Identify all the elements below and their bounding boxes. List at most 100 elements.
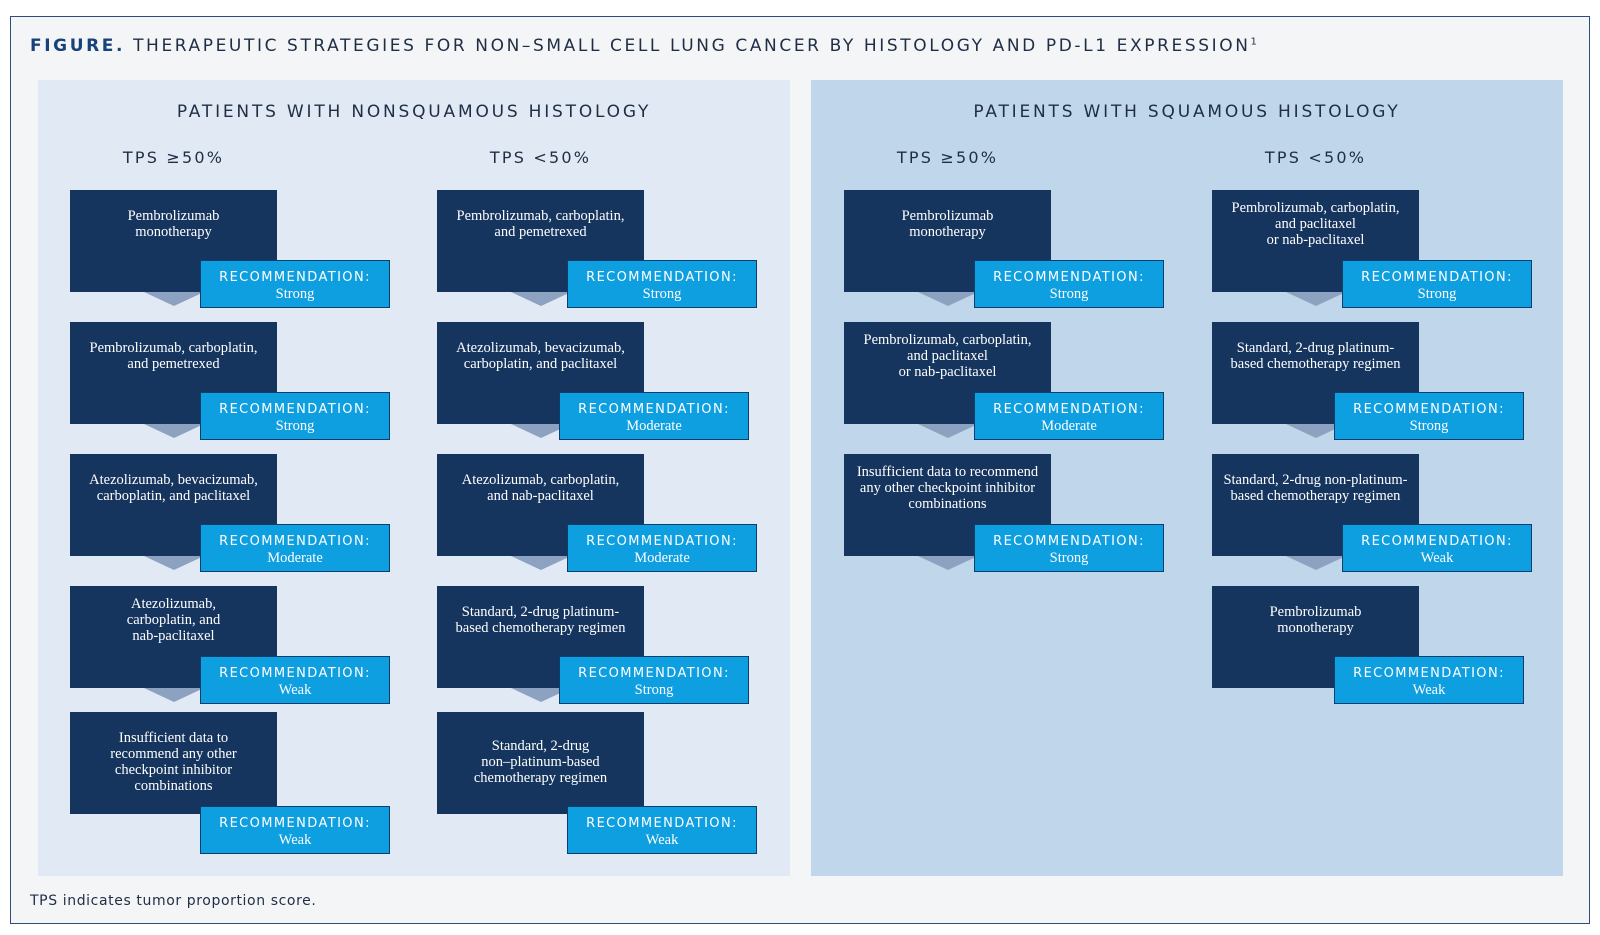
strategy-box bbox=[437, 712, 644, 814]
recommendation-value: Moderate bbox=[626, 418, 682, 434]
strategy-card: Atezolizumab, bevacizumab, carboplatin, … bbox=[437, 322, 757, 440]
panel-title-squamous: PATIENTS WITH SQUAMOUS HISTOLOGY bbox=[973, 102, 1401, 122]
recommendation-value: Weak bbox=[1412, 682, 1446, 698]
recommendation-badge: RECOMMENDATION: Strong bbox=[974, 524, 1164, 572]
arrow-pointer bbox=[511, 556, 571, 570]
recommendation-value: Moderate bbox=[634, 550, 690, 566]
recommendation-value: Moderate bbox=[1041, 418, 1097, 434]
strategy-text: Pembrolizumab monotherapy bbox=[1269, 604, 1362, 636]
recommendation-value: Strong bbox=[1409, 418, 1449, 434]
strategy-text: Pembrolizumab, carboplatin, and pemetrex… bbox=[89, 340, 258, 372]
strategy-text: Insufficient data to recommend any other… bbox=[110, 730, 237, 794]
recommendation-label: RECOMMENDATION: bbox=[1361, 534, 1513, 549]
recommendation-label: RECOMMENDATION: bbox=[1353, 402, 1505, 417]
recommendation-value: Strong bbox=[634, 682, 674, 698]
strategy-text: Pembrolizumab monotherapy bbox=[901, 208, 994, 240]
recommendation-label: RECOMMENDATION: bbox=[993, 534, 1145, 549]
strategy-text: Standard, 2-drug non-platinum- based che… bbox=[1223, 472, 1408, 504]
arrow-pointer bbox=[511, 424, 571, 438]
panel-squamous: PATIENTS WITH SQUAMOUS HISTOLOGY TPS ≥50… bbox=[811, 80, 1563, 876]
arrow-pointer bbox=[144, 292, 204, 306]
strategy-text: Pembrolizumab, carboplatin, and paclitax… bbox=[863, 332, 1032, 380]
recommendation-value: Moderate bbox=[267, 550, 323, 566]
strategy-text: Standard, 2-drug platinum- based chemoth… bbox=[455, 604, 626, 636]
recommendation-badge: RECOMMENDATION: Strong bbox=[200, 260, 390, 308]
strategy-card: Standard, 2-drug platinum- based chemoth… bbox=[437, 586, 757, 704]
strategy-card: Atezolizumab, carboplatin, and nab-pacli… bbox=[70, 586, 390, 704]
recommendation-label: RECOMMENDATION: bbox=[219, 270, 371, 285]
recommendation-badge: RECOMMENDATION: Moderate bbox=[559, 392, 749, 440]
recommendation-label: RECOMMENDATION: bbox=[586, 534, 738, 549]
strategy-text: Pembrolizumab, carboplatin, and pemetrex… bbox=[456, 208, 625, 240]
arrow-pointer bbox=[918, 424, 978, 438]
figure-footnote: TPS indicates tumor proportion score. bbox=[30, 893, 317, 909]
strategy-text: Atezolizumab, carboplatin, and nab-pacli… bbox=[461, 472, 620, 504]
recommendation-badge: RECOMMENDATION: Strong bbox=[1342, 260, 1532, 308]
recommendation-value: Weak bbox=[645, 832, 679, 848]
recommendation-label: RECOMMENDATION: bbox=[578, 402, 730, 417]
recommendation-badge: RECOMMENDATION: Moderate bbox=[200, 524, 390, 572]
strategy-text: Standard, 2-drug non–platinum-based chem… bbox=[473, 738, 608, 786]
strategy-card: Atezolizumab, carboplatin, and nab-pacli… bbox=[437, 454, 757, 572]
recommendation-badge: RECOMMENDATION: Strong bbox=[974, 260, 1164, 308]
strategy-text: Standard, 2-drug platinum- based chemoth… bbox=[1230, 340, 1401, 372]
recommendation-value: Weak bbox=[1420, 550, 1454, 566]
strategy-text: Atezolizumab, carboplatin, and nab-pacli… bbox=[126, 596, 221, 644]
strategy-box bbox=[70, 712, 277, 814]
recommendation-label: RECOMMENDATION: bbox=[219, 402, 371, 417]
recommendation-label: RECOMMENDATION: bbox=[219, 534, 371, 549]
recommendation-value: Strong bbox=[642, 286, 682, 302]
recommendation-value: Weak bbox=[278, 832, 312, 848]
recommendation-badge: RECOMMENDATION: Moderate bbox=[974, 392, 1164, 440]
recommendation-value: Strong bbox=[275, 286, 315, 302]
column-heading-tps-high: TPS ≥50% bbox=[122, 148, 225, 167]
arrow-pointer bbox=[1286, 292, 1346, 306]
arrow-pointer bbox=[918, 556, 978, 570]
strategy-card: Pembrolizumab monotherapy RECOMMENDATION… bbox=[844, 190, 1164, 308]
strategy-card: Insufficient data to recommend any other… bbox=[70, 712, 390, 854]
arrow-pointer bbox=[511, 292, 571, 306]
column-heading-tps-low: TPS <50% bbox=[1264, 148, 1367, 167]
strategy-text: Insufficient data to recommend any other… bbox=[856, 464, 1039, 512]
recommendation-badge: RECOMMENDATION: Strong bbox=[1334, 392, 1524, 440]
recommendation-label: RECOMMENDATION: bbox=[578, 666, 730, 681]
recommendation-badge: RECOMMENDATION: Weak bbox=[200, 806, 390, 854]
column-heading-tps-low: TPS <50% bbox=[489, 148, 592, 167]
recommendation-badge: RECOMMENDATION: Weak bbox=[200, 656, 390, 704]
recommendation-badge: RECOMMENDATION: Strong bbox=[567, 260, 757, 308]
recommendation-label: RECOMMENDATION: bbox=[586, 270, 738, 285]
arrow-pointer bbox=[144, 556, 204, 570]
figure-title-text: THERAPEUTIC STRATEGIES FOR NON–SMALL CEL… bbox=[133, 36, 1251, 56]
recommendation-value: Strong bbox=[1049, 550, 1089, 566]
recommendation-label: RECOMMENDATION: bbox=[1361, 270, 1513, 285]
column-heading-tps-high: TPS ≥50% bbox=[896, 148, 999, 167]
strategy-card: Standard, 2-drug platinum- based chemoth… bbox=[1212, 322, 1532, 440]
arrow-pointer bbox=[144, 688, 204, 702]
strategy-card: Insufficient data to recommend any other… bbox=[844, 454, 1164, 572]
arrow-pointer bbox=[144, 424, 204, 438]
panel-nonsquamous: PATIENTS WITH NONSQUAMOUS HISTOLOGY TPS … bbox=[38, 80, 790, 876]
recommendation-label: RECOMMENDATION: bbox=[219, 666, 371, 681]
recommendation-badge: RECOMMENDATION: Moderate bbox=[567, 524, 757, 572]
recommendation-label: RECOMMENDATION: bbox=[993, 270, 1145, 285]
strategy-text: Pembrolizumab monotherapy bbox=[127, 208, 220, 240]
strategy-card: Pembrolizumab, carboplatin, and paclitax… bbox=[844, 322, 1164, 440]
strategy-text: Pembrolizumab, carboplatin, and paclitax… bbox=[1231, 200, 1400, 248]
recommendation-label: RECOMMENDATION: bbox=[993, 402, 1145, 417]
panel-title-nonsquamous: PATIENTS WITH NONSQUAMOUS HISTOLOGY bbox=[176, 102, 652, 122]
strategy-card: Atezolizumab, bevacizumab, carboplatin, … bbox=[70, 454, 390, 572]
arrow-pointer bbox=[1286, 424, 1346, 438]
recommendation-value: Strong bbox=[1049, 286, 1089, 302]
figure-title: FIGURE. THERAPEUTIC STRATEGIES FOR NON–S… bbox=[30, 36, 1259, 56]
figure-title-superscript: 1 bbox=[1250, 36, 1260, 48]
arrow-pointer bbox=[511, 688, 571, 702]
recommendation-label: RECOMMENDATION: bbox=[219, 816, 371, 831]
figure-label: FIGURE. bbox=[30, 36, 126, 56]
strategy-card: Pembrolizumab, carboplatin, and pemetrex… bbox=[70, 322, 390, 440]
strategy-card: Pembrolizumab, carboplatin, and pemetrex… bbox=[437, 190, 757, 308]
arrow-pointer bbox=[1286, 556, 1346, 570]
recommendation-badge: RECOMMENDATION: Weak bbox=[567, 806, 757, 854]
recommendation-badge: RECOMMENDATION: Strong bbox=[200, 392, 390, 440]
strategy-text: Atezolizumab, bevacizumab, carboplatin, … bbox=[89, 472, 258, 504]
recommendation-badge: RECOMMENDATION: Weak bbox=[1334, 656, 1524, 704]
